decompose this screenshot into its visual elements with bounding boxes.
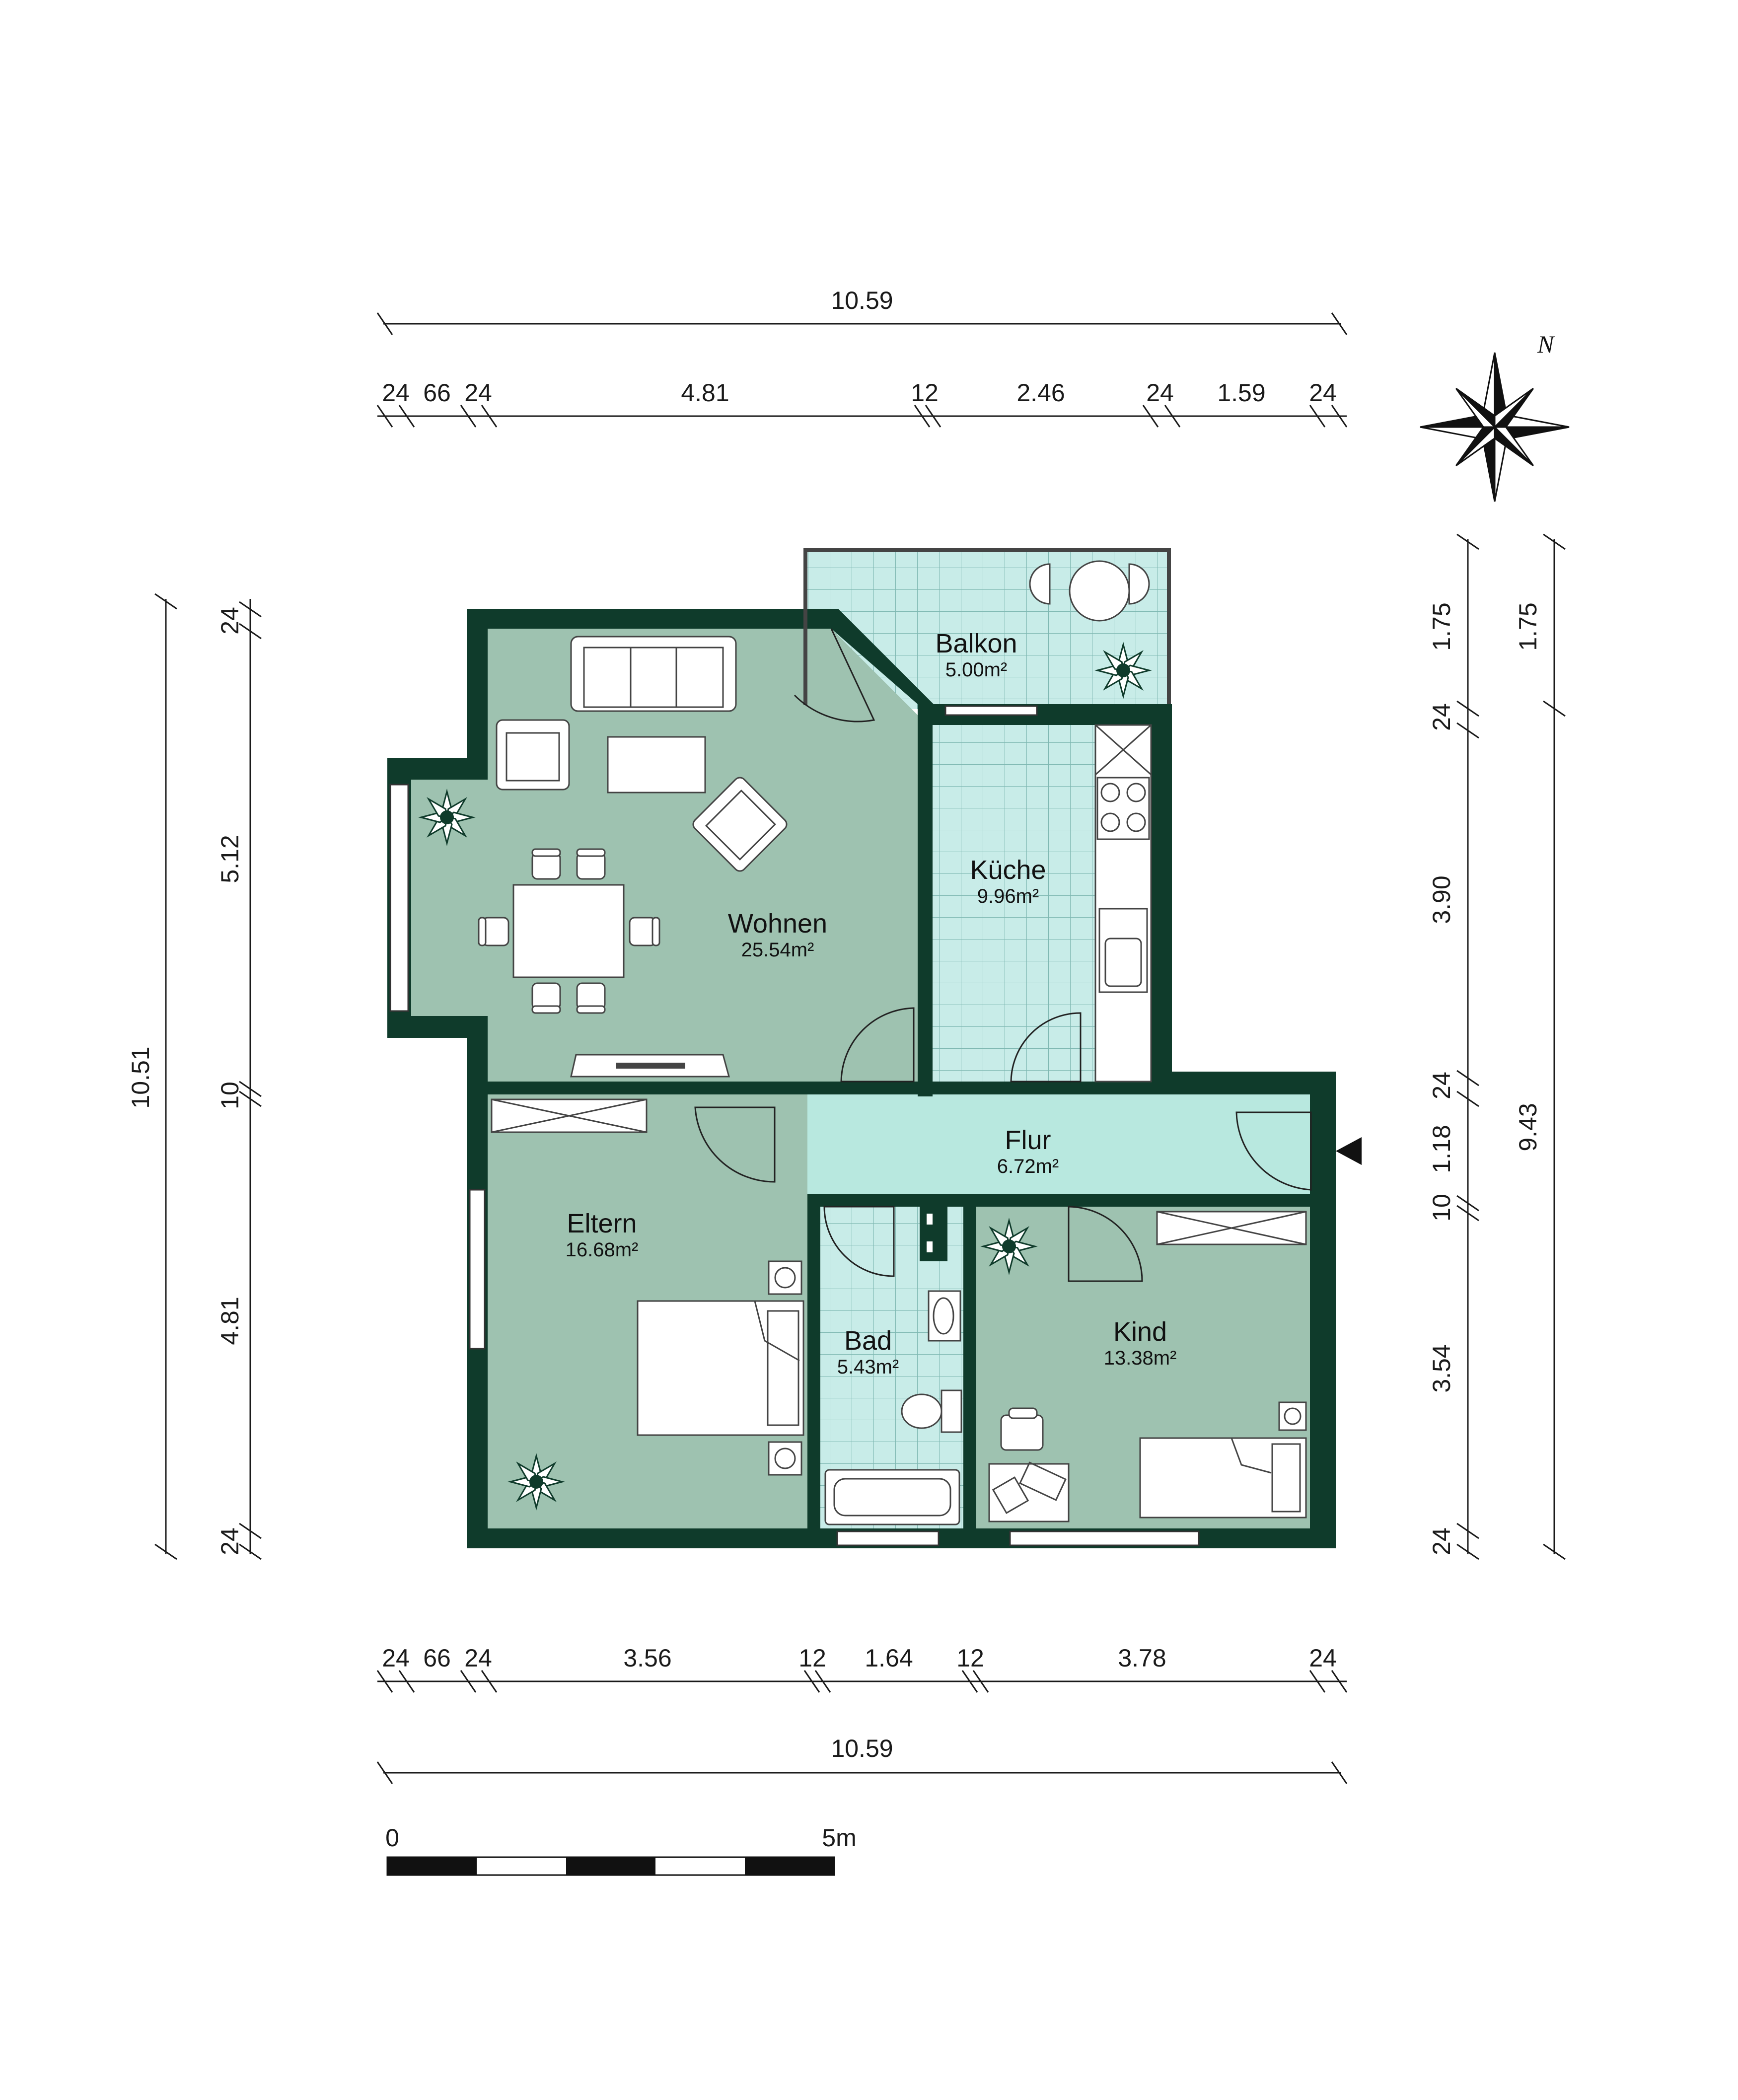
sink-icon <box>928 1290 961 1342</box>
right-inner-dimensions: 1.75 24 3.90 24 1.18 10 3.54 24 <box>1428 533 1479 1560</box>
right-inner-seg-4: 24 <box>1428 1072 1455 1099</box>
stove-icon <box>1096 777 1150 840</box>
left-seg-2: 5.12 <box>216 835 244 883</box>
scale-end-label: 5m <box>822 1824 856 1852</box>
kind-name: Kind <box>1113 1317 1167 1347</box>
left-seg-1: 24 <box>216 607 244 635</box>
toilet-icon <box>901 1389 962 1433</box>
doors <box>694 628 1312 1282</box>
compass-north-label: N <box>1537 330 1555 358</box>
left-seg-3: 10 <box>216 1082 244 1109</box>
room-fills <box>411 552 1336 1528</box>
flur-name: Flur <box>1005 1125 1051 1155</box>
bed-icon <box>637 1260 804 1476</box>
right-inner-seg-5: 1.18 <box>1428 1125 1455 1173</box>
bottom-total-label: 10.59 <box>831 1735 893 1762</box>
bottom-seg-5: 12 <box>798 1644 826 1672</box>
kueche-name: Küche <box>970 855 1046 885</box>
top-seg-5: 12 <box>911 379 939 407</box>
right-inner-seg-8: 24 <box>1428 1527 1455 1555</box>
top-seg-6: 2.46 <box>1016 379 1065 407</box>
balkon-name: Balkon <box>935 629 1017 658</box>
kind-area: 13.38m² <box>1104 1347 1177 1369</box>
kueche-area: 9.96m² <box>977 885 1039 907</box>
bottom-seg-4: 3.56 <box>623 1644 671 1672</box>
bathtub-icon <box>824 1469 960 1525</box>
top-seg-2: 66 <box>423 379 451 407</box>
plant-icon <box>1096 644 1150 697</box>
bottom-total-dimension: 10.59 <box>376 1735 1348 1784</box>
right-outer-dimensions: 1.75 9.43 <box>1514 533 1566 1560</box>
eltern-name: Eltern <box>567 1209 637 1238</box>
eltern-area: 16.68m² <box>566 1239 639 1261</box>
wohnen-area: 25.54m² <box>741 939 814 961</box>
top-segment-dimensions: 24 66 24 4.81 12 2.46 24 1.59 24 <box>376 379 1348 428</box>
compass-rose-icon: N <box>1420 330 1570 502</box>
windows <box>389 705 1200 1546</box>
top-seg-1: 24 <box>382 379 410 407</box>
room-labels: Balkon 5.00m² Wohnen 25.54m² Küche 9.96m… <box>566 629 1177 1378</box>
scale-start-label: 0 <box>385 1824 399 1852</box>
scale-bar: 0 5m <box>385 1824 857 1876</box>
chair-icon <box>1000 1407 1044 1451</box>
left-segment-dimensions: 24 5.12 10 4.81 24 <box>216 599 262 1560</box>
sofa-icon <box>570 636 737 712</box>
bad-area: 5.43m² <box>837 1356 899 1378</box>
entrance-arrow-icon <box>1336 1137 1362 1165</box>
top-seg-9: 24 <box>1309 379 1337 407</box>
bad-name: Bad <box>844 1326 892 1356</box>
top-total-label: 10.59 <box>831 287 893 314</box>
table-icon <box>1029 560 1150 622</box>
flur-area: 6.72m² <box>997 1156 1059 1177</box>
bottom-seg-2: 66 <box>423 1644 451 1672</box>
right-outer-seg-2: 9.43 <box>1514 1103 1542 1151</box>
wohnen-name: Wohnen <box>728 909 827 939</box>
bed-icon <box>1139 1401 1307 1519</box>
top-total-dimension: 10.59 <box>376 287 1348 335</box>
top-seg-4: 4.81 <box>681 379 729 407</box>
top-seg-7: 24 <box>1146 379 1174 407</box>
bottom-seg-7: 12 <box>956 1644 984 1672</box>
top-seg-3: 24 <box>464 379 492 407</box>
right-inner-seg-7: 3.54 <box>1428 1344 1455 1392</box>
plant-icon <box>420 791 474 844</box>
bottom-seg-8: 3.78 <box>1118 1644 1166 1672</box>
left-total-label: 10.51 <box>127 1046 154 1108</box>
chair-icon <box>692 777 788 872</box>
bottom-seg-6: 1.64 <box>865 1644 913 1672</box>
top-seg-8: 1.59 <box>1217 379 1265 407</box>
bottom-seg-1: 24 <box>382 1644 410 1672</box>
furniture <box>478 560 1307 1525</box>
plant-icon <box>509 1455 563 1509</box>
bottom-segment-dimensions: 24 66 24 3.56 12 1.64 12 3.78 24 <box>376 1644 1348 1693</box>
right-outer-seg-1: 1.75 <box>1514 602 1542 651</box>
bottom-seg-3: 24 <box>464 1644 492 1672</box>
right-inner-seg-3: 3.90 <box>1428 875 1455 924</box>
bottom-seg-9: 24 <box>1309 1644 1337 1672</box>
right-inner-seg-2: 24 <box>1428 703 1455 731</box>
left-seg-5: 24 <box>216 1527 244 1555</box>
right-inner-seg-6: 10 <box>1428 1194 1455 1222</box>
chair-icon <box>496 719 570 791</box>
plant-icon <box>982 1220 1036 1273</box>
left-total-dimension: 10.51 <box>127 593 177 1560</box>
sink-icon <box>1098 908 1148 993</box>
left-seg-4: 4.81 <box>216 1297 244 1345</box>
balkon-area: 5.00m² <box>945 659 1008 681</box>
table-icon <box>478 848 660 1014</box>
right-inner-seg-1: 1.75 <box>1428 602 1455 651</box>
